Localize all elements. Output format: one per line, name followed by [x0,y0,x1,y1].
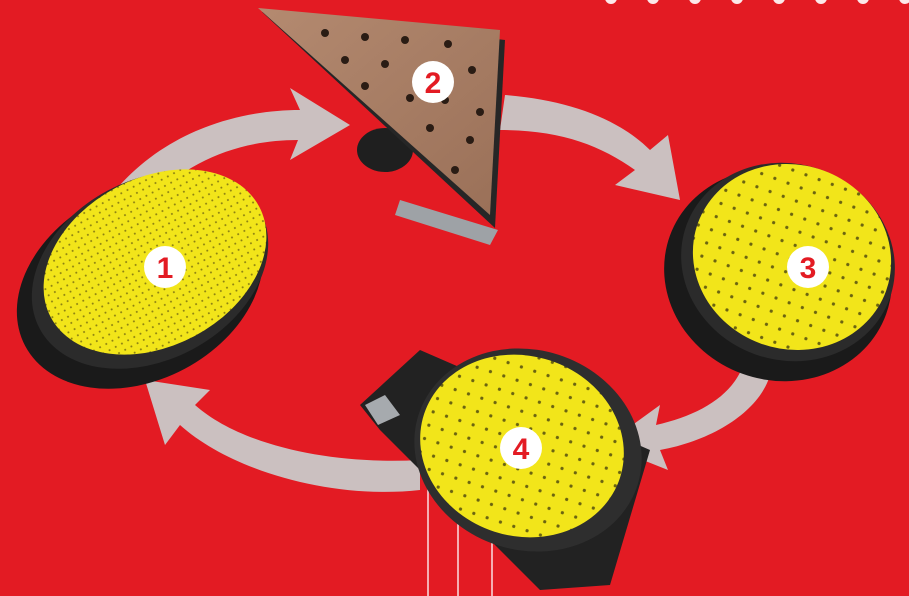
badge-3: 3 [787,246,829,288]
badge-2-number: 2 [425,67,442,100]
arrow-2-to-3 [500,95,680,200]
badge-4: 4 [500,427,542,469]
badge-1-number: 1 [157,252,174,285]
decor-dots [605,0,909,4]
badge-1: 1 [144,246,186,288]
badge-3-number: 3 [800,252,817,285]
badge-2: 2 [412,61,454,103]
badge-4-number: 4 [513,433,530,466]
